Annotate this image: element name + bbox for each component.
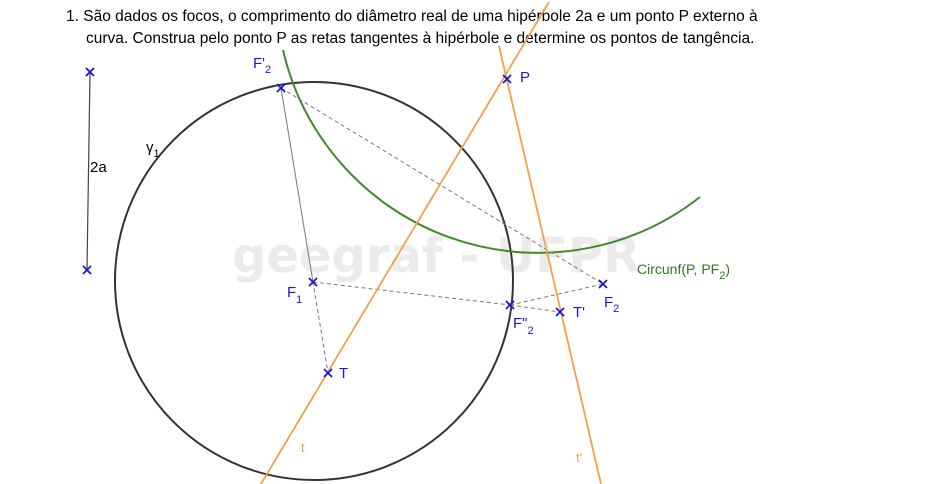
watermark-text: geegraf - UFPR	[232, 228, 640, 284]
point-t-marker	[323, 368, 333, 378]
point-t-prime-marker	[555, 307, 565, 317]
point-f2-dblprime-marker	[505, 300, 515, 310]
label-2a: 2a	[90, 159, 107, 176]
segment-2a-bottom-point	[82, 265, 92, 275]
point-f1-marker	[308, 277, 318, 287]
point-f2-prime-marker	[276, 83, 286, 93]
label-f2-dblprime: F"2	[513, 315, 534, 337]
dashed-f2prime-t	[280, 87, 329, 374]
label-f2-prime: F'2	[253, 55, 271, 76]
dashed-f1-f2prime	[280, 87, 314, 283]
circle-p-pf2-arc	[282, 49, 701, 254]
label-circle-p-pf2: Circunf(P, PF2)	[637, 261, 730, 282]
label-t: T	[339, 365, 348, 382]
statement-line-1: São dados os focos, o comprimento do diâ…	[83, 8, 758, 25]
construction-lines	[280, 87, 604, 374]
point-f2-marker	[598, 279, 608, 289]
segment-2a	[86, 71, 91, 271]
tangent-line-t	[260, 1, 550, 484]
label-line-t-prime: t'	[576, 450, 582, 465]
label-line-t: t	[301, 440, 305, 455]
label-t-prime: T'	[573, 304, 585, 321]
dashed-f1-f2dblprime	[312, 281, 511, 306]
label-gamma-1: γ1	[146, 139, 160, 160]
segment-2a-top-point	[85, 67, 95, 77]
circle-gamma-1	[114, 81, 514, 481]
statement-line-2: curva. Construa pelo ponto P as retas ta…	[86, 30, 755, 47]
exercise-number: 1.	[66, 8, 79, 25]
label-p: P	[520, 69, 530, 86]
label-f1: F1	[287, 284, 302, 306]
exercise-statement: 1. São dados os focos, o comprimento do …	[66, 6, 926, 50]
dashed-f2dblprime-tprime	[509, 304, 561, 313]
label-f2: F2	[604, 294, 619, 315]
dashed-f2dblprime-f2	[509, 283, 604, 306]
tangent-line-t-prime	[498, 45, 602, 484]
point-p-marker	[502, 74, 512, 84]
